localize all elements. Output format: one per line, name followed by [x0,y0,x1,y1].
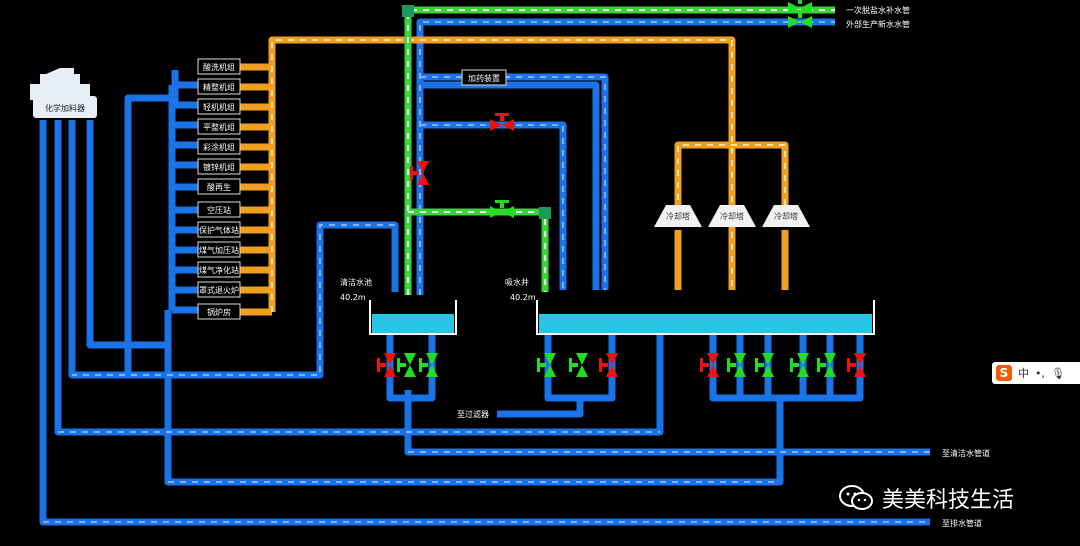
unit-box [197,221,241,238]
unit-label: 镀锌机组 [203,162,235,172]
unit-box [197,201,241,218]
pump-valve-7[interactable] [727,353,746,377]
makeup-pipes [402,5,835,295]
chemical-dosing-device: 加药装置 [461,69,507,86]
clean-pool-level: 40.2m [340,293,366,302]
cooling-tower-label: 冷却塔 [720,211,744,221]
pump-valve-8[interactable] [755,353,774,377]
brand-watermark: 美美科技生活 [838,482,1014,514]
suction-well-level: 40.2m [510,293,536,302]
unit-5: 镀锌机组 [197,158,241,175]
unit-10: 煤气净化站 [197,261,241,278]
unit-label: 煤气净化站 [199,265,239,275]
makeup-valve[interactable] [490,200,514,218]
fresh-pipe-label: 外部生产新水水管 [846,19,910,29]
dosing-line-valve[interactable] [490,113,514,131]
microphone-icon[interactable]: 🎙 [1051,366,1065,380]
unit-box [197,281,241,298]
pump-valve-9[interactable] [790,353,809,377]
cooling-tower-label: 冷却塔 [774,211,798,221]
pump-valve-4[interactable] [569,353,588,377]
unit-0: 酸洗机组 [197,58,241,75]
ime-language[interactable]: 中 [1018,367,1029,380]
unit-box [197,58,241,75]
unit-label: 罩式退火炉 [199,285,239,295]
unit-label: 酸再生 [207,182,231,192]
unit-box [197,98,241,115]
vertical-supply-valve[interactable] [410,161,429,185]
pump-valve-10[interactable] [817,353,836,377]
unit-label: 煤气加压站 [199,245,239,255]
valves [377,0,866,377]
chem-dosing-label: 加药装置 [468,73,500,83]
unit-4: 彩涂机组 [197,138,241,155]
unit-9: 煤气加压站 [197,241,241,258]
unit-label: 彩涂机组 [203,142,235,152]
pump-valve-3[interactable] [537,353,556,377]
pipe-elbow [402,5,414,17]
pipe-elbow [539,207,551,219]
cooling-tower-3: 冷却塔 [762,205,810,227]
pump-valve-5[interactable] [599,353,618,377]
unit-box [197,118,241,135]
unit-label: 平整机组 [203,122,235,132]
unit-box [197,78,241,95]
unit-12: 锅炉房 [197,303,241,320]
clean-water-pool: 清洁水池 40.2m [340,277,457,335]
supply-pipes [39,18,930,526]
unit-1: 精整机组 [197,78,241,95]
cooling-tower-2: 冷却塔 [708,205,756,227]
unit-3: 平整机组 [197,118,241,135]
unit-box [197,261,241,278]
pump-valve-11[interactable] [847,353,866,377]
unit-11: 罩式退火炉 [197,281,241,298]
unit-label: 精整机组 [203,82,235,92]
wechat-icon [839,485,873,510]
unit-label: 锅炉房 [207,307,231,317]
pump-valve-1[interactable] [397,353,416,377]
return-pipes [240,36,789,316]
unit-label: 轻机机组 [203,102,235,112]
unit-7: 空压站 [197,201,241,218]
unit-2: 轻机机组 [197,98,241,115]
desalt-pipe-label: 一次脱盐水补水管 [846,5,910,15]
unit-box [197,303,241,320]
consumer-units: 酸洗机组精整机组轻机机组平整机组彩涂机组镀锌机组酸再生空压站保护气体站煤气加压站… [197,58,241,320]
punctuation-icon[interactable]: •, [1035,366,1045,380]
to-filter-label: 至过滤器 [457,409,489,419]
to-drain-label: 至排水管道 [942,518,982,528]
unit-box [197,158,241,175]
pump-valve-2[interactable] [419,353,438,377]
unit-6: 酸再生 [197,178,241,195]
clean-pool-label: 清洁水池 [340,277,372,287]
pump-valve-6[interactable] [700,353,719,377]
unit-label: 空压站 [207,205,231,215]
suction-well-label: 吸水井 [505,277,529,287]
unit-box [197,138,241,155]
sogou-icon[interactable]: S [996,365,1012,381]
cooling-tower-label: 冷却塔 [666,211,690,221]
cooling-tower-1: 冷却塔 [654,205,702,227]
chemical-dosing-tower: 化学加料器 [30,68,97,118]
unit-label: 酸洗机组 [203,62,235,72]
dosing-tower-label: 化学加料器 [45,103,85,113]
to-clean-pipe-label: 至清洁水管道 [942,448,990,458]
unit-label: 保护气体站 [199,225,239,235]
pump-valve-0[interactable] [377,353,396,377]
brand-text: 美美科技生活 [882,488,1015,513]
suction-well: 吸水井 40.2m [505,277,875,335]
fresh-water-valve[interactable] [788,10,812,28]
unit-8: 保护气体站 [197,221,241,238]
ime-toolbar[interactable]: S 中 •, 🎙 [992,362,1080,384]
unit-box [197,241,241,258]
unit-box [197,178,241,195]
